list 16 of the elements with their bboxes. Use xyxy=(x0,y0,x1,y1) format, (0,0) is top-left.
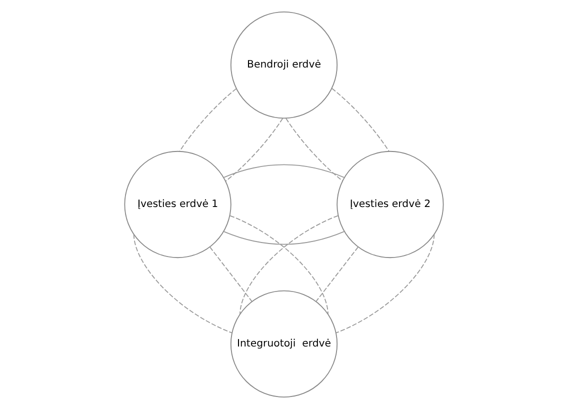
connector xyxy=(225,118,284,182)
node-circle: Integruotoji erdvė xyxy=(230,290,338,398)
connector xyxy=(179,88,237,152)
connector xyxy=(316,246,358,302)
connector xyxy=(286,118,343,182)
node-circle: Bendroji erdvė xyxy=(230,11,338,119)
node-circle: Įvesties erdvė 1 xyxy=(124,150,232,258)
node-circle: Įvesties erdvė 2 xyxy=(336,150,444,258)
connector xyxy=(223,230,345,245)
connector xyxy=(331,88,390,152)
connector xyxy=(210,246,252,302)
connector xyxy=(336,234,435,334)
connector xyxy=(133,234,232,334)
connector xyxy=(240,215,338,314)
connector xyxy=(230,215,328,314)
connector xyxy=(223,164,345,178)
